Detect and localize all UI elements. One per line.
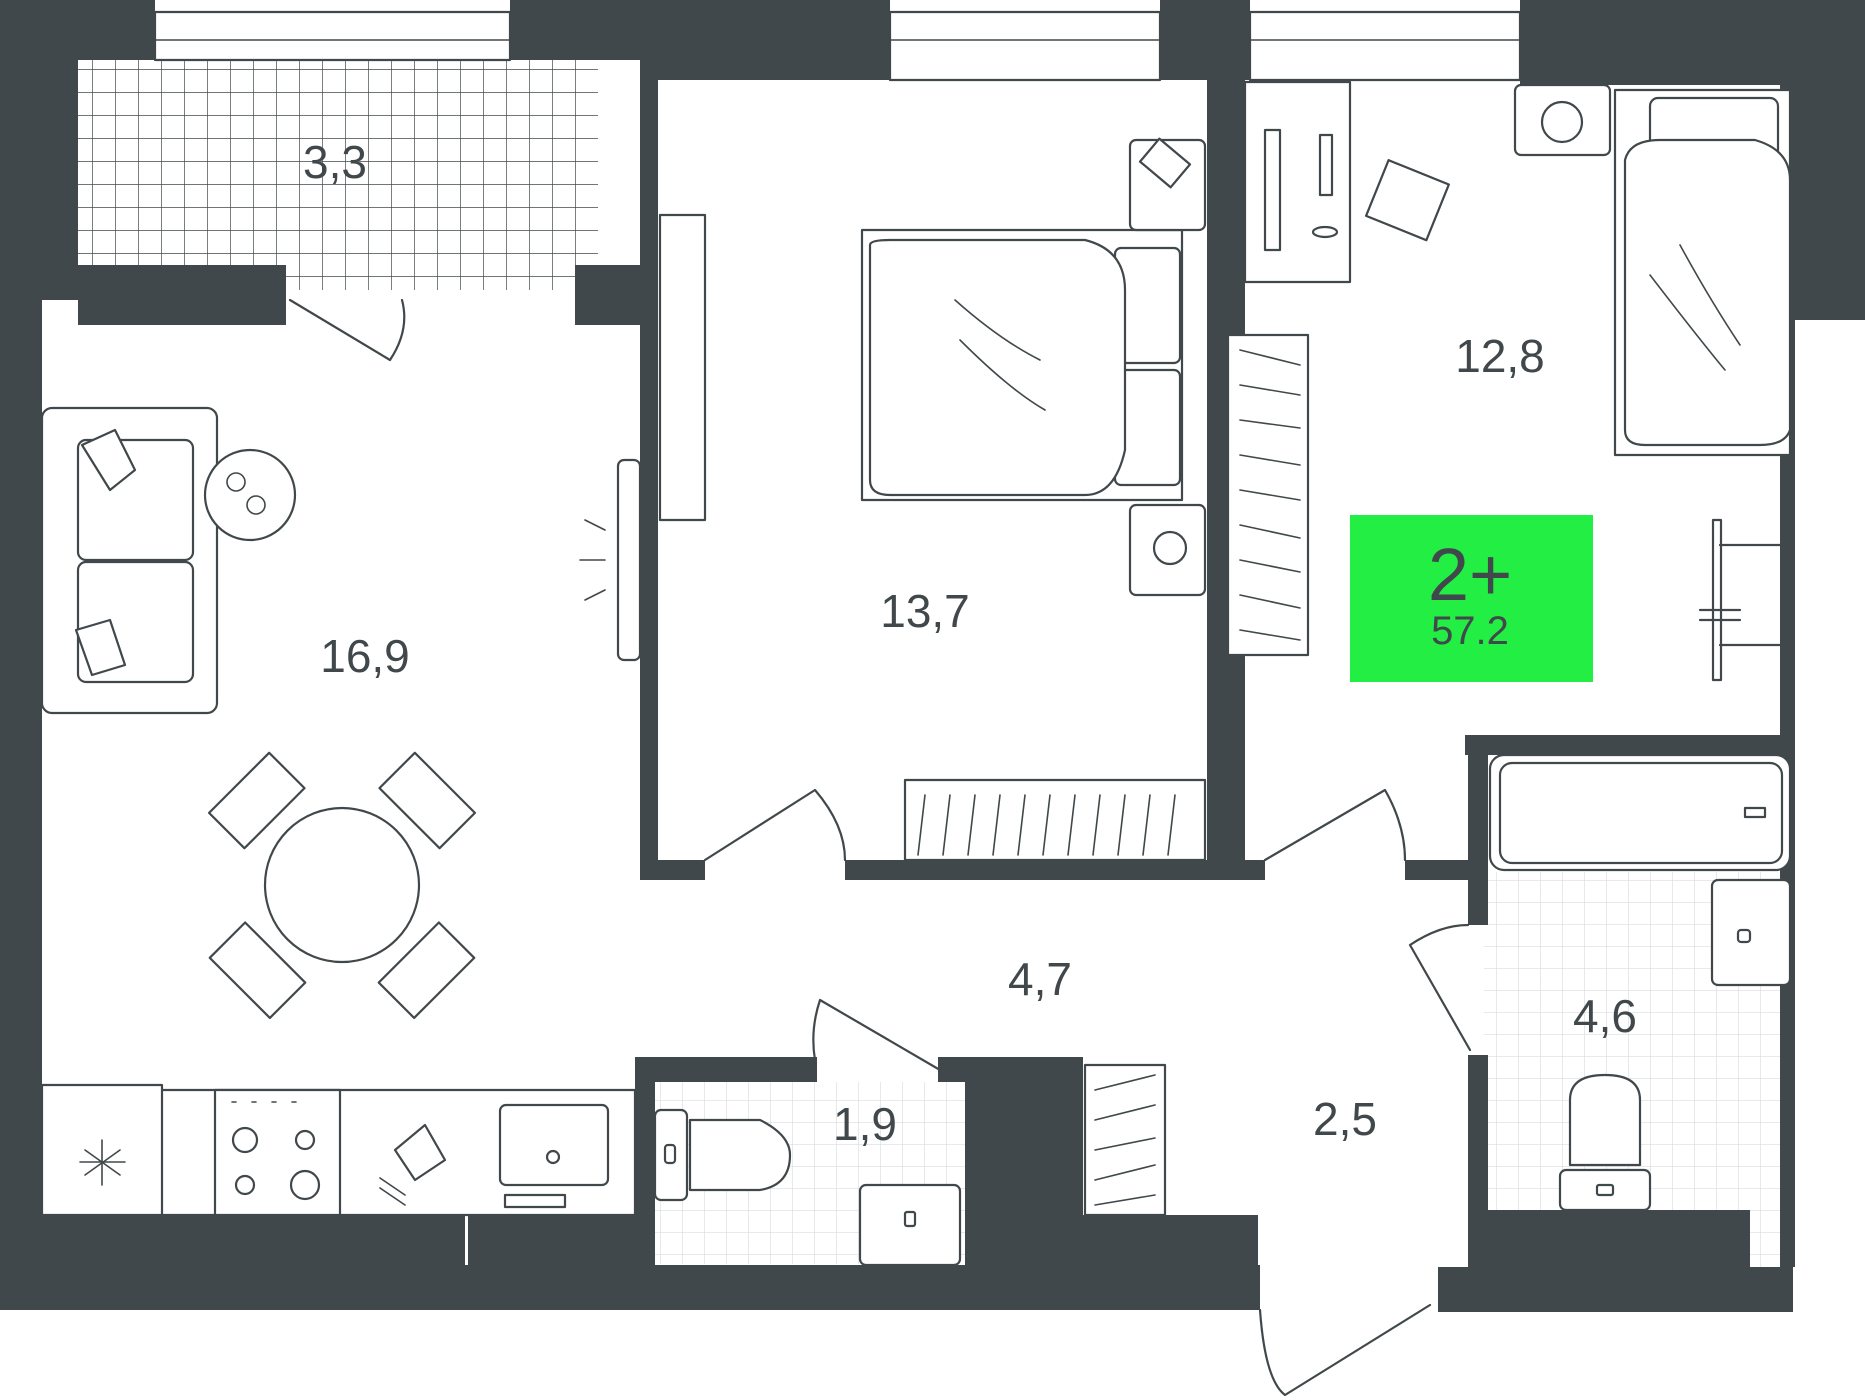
wardrobe-icon bbox=[1083, 1063, 1167, 1217]
shelf-icon bbox=[1698, 518, 1795, 682]
room-area-bathroom: 4,6 bbox=[1573, 990, 1637, 1042]
nightstand-icon bbox=[1128, 137, 1207, 597]
stove-icon bbox=[213, 1088, 342, 1217]
room-area-hallway: 4,7 bbox=[1008, 953, 1072, 1005]
tv-icon bbox=[579, 458, 642, 662]
wardrobe-icon bbox=[658, 213, 1207, 862]
badge-background bbox=[1350, 515, 1593, 682]
window-icon bbox=[153, 10, 1522, 82]
sink-icon bbox=[498, 1103, 610, 1209]
bed-icon bbox=[1613, 88, 1792, 457]
balcony-floor bbox=[78, 60, 598, 290]
room-area-bedroom: 13,7 bbox=[880, 585, 970, 637]
bathtub-icon bbox=[1488, 753, 1792, 872]
room-area-balcony: 3,3 bbox=[303, 136, 367, 188]
sink-icon bbox=[1710, 878, 1792, 987]
coffee-table-icon bbox=[203, 448, 297, 542]
apartment-badge: 2+ 57.2 bbox=[1350, 515, 1593, 682]
cutting-board-icon bbox=[379, 1123, 447, 1206]
room-area-entrance: 2,5 bbox=[1313, 1093, 1377, 1145]
wardrobe-icon bbox=[1226, 333, 1310, 657]
sink-icon bbox=[858, 1183, 962, 1267]
fridge-icon bbox=[79, 1139, 126, 1186]
dining-table-icon bbox=[207, 751, 477, 1020]
badge-rooms: 2+ bbox=[1428, 533, 1512, 616]
washing-machine-icon bbox=[1513, 83, 1612, 157]
room-area-living-kitchen: 16,9 bbox=[320, 630, 410, 682]
bed-icon bbox=[860, 228, 1184, 502]
walls bbox=[0, 0, 1865, 1312]
desk-icon bbox=[1243, 80, 1450, 284]
room-area-toilet: 1,9 bbox=[833, 1098, 897, 1150]
sofa-icon bbox=[40, 406, 219, 715]
door-icon bbox=[288, 298, 1472, 1397]
toilet-icon bbox=[1558, 1073, 1652, 1212]
badge-total-area: 57.2 bbox=[1431, 609, 1509, 653]
toilet-icon bbox=[653, 1108, 792, 1202]
room-area-bedroom-2: 12,8 bbox=[1455, 330, 1545, 382]
